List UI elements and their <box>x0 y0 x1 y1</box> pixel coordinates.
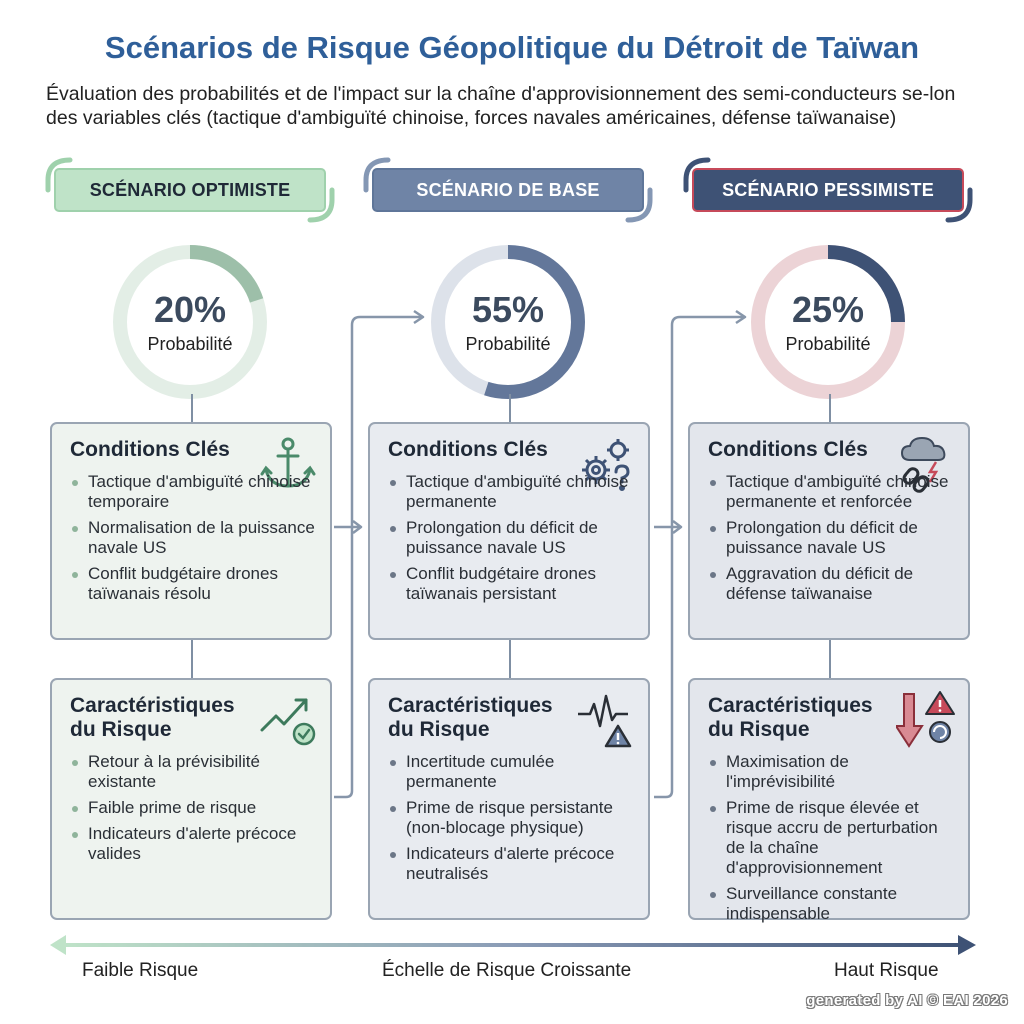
risk-card: Caractéristiques du Risque Retour à la p… <box>50 678 332 920</box>
down-arrow-alert-icon <box>896 691 955 748</box>
risk-scale-arrow <box>50 935 976 955</box>
scenario-base-column: SCÉNARIO DE BASE 55% Probabilité Conditi… <box>358 150 658 930</box>
condition-item: Conflit budgétaire drones taïwanais pers… <box>388 564 634 604</box>
risk-item: Prime de risque persistante (non-blocage… <box>388 798 634 838</box>
probability-label: Probabilité <box>465 333 551 354</box>
risk-card: Caractéristiques du Risque Incertitude c… <box>368 678 650 920</box>
risk-item: Surveillance constante indispensable <box>708 884 954 924</box>
probability-label: Probabilité <box>785 333 871 354</box>
flow-arrow-2-to-3 <box>654 309 747 799</box>
risk-item: Prime de risque élevée et risque accru d… <box>708 798 954 878</box>
conditions-card: Conditions Clés Tactique d'ambiguïté chi… <box>688 422 970 640</box>
flow-arrow-1-to-2 <box>334 309 425 799</box>
probability-ring <box>113 245 267 399</box>
risk-title: Caractéristiques du Risque <box>388 694 553 741</box>
scenario-tab: SCÉNARIO DE BASE <box>372 168 644 212</box>
condition-item: Normalisation de la puissance navale US <box>70 518 316 558</box>
probability-value: 55% <box>471 288 545 330</box>
page-title: Scénarios de Risque Géopolitique du Détr… <box>104 30 920 65</box>
condition-item: Prolongation du déficit de puissance nav… <box>708 518 954 558</box>
risk-item: Incertitude cumulée permanente <box>388 752 634 792</box>
scale-low-label: Faible Risque <box>82 960 199 981</box>
probability-value: 25% <box>791 288 865 330</box>
page-subtitle: Évaluation des probabilités et de l'impa… <box>46 83 956 129</box>
connector-line <box>191 394 193 424</box>
probability-value: 20% <box>153 288 227 330</box>
risk-item: Faible prime de risque <box>70 798 316 818</box>
connector-line <box>829 640 831 680</box>
probability-label: Probabilité <box>147 333 233 354</box>
scenario-pessimistic-column: SCÉNARIO PESSIMISTE 25% Probabilité Cond… <box>678 150 978 930</box>
scale-high-label: Haut Risque <box>834 960 939 981</box>
risk-title: Caractéristiques du Risque <box>708 694 873 741</box>
tab-bracket-decoration <box>45 157 335 223</box>
condition-item: Prolongation du déficit de puissance nav… <box>388 518 634 558</box>
scale-middle-label: Échelle de Risque Croissante <box>382 960 632 981</box>
anchor-icon <box>260 437 316 488</box>
connector-line <box>509 394 511 424</box>
risk-card: Caractéristiques du Risque Maximisation … <box>688 678 970 923</box>
connector-line <box>191 640 193 680</box>
scenario-optimistic-column: SCÉNARIO OPTIMISTE 20% Probabilité Condi… <box>40 150 340 930</box>
scenario-tab: SCÉNARIO OPTIMISTE <box>54 168 326 212</box>
risk-item: Indicateurs d'alerte précoce valides <box>70 824 316 864</box>
conditions-card: Conditions Clés Tactique d'ambiguïté chi… <box>50 422 332 640</box>
probability-ring <box>431 245 585 399</box>
conditions-title: Conditions Clés <box>388 438 548 461</box>
condition-item: Tactique d'ambiguïté chinoise temporaire <box>70 472 316 512</box>
tab-bracket-decoration <box>363 157 653 223</box>
risk-item: Maximisation de l'imprévisibilité <box>708 752 954 792</box>
gears-question-icon <box>582 439 630 491</box>
risk-title: Caractéristiques du Risque <box>70 694 235 741</box>
risk-item: Indicateurs d'alerte précoce neutralisés <box>388 844 634 884</box>
risk-item: Retour à la prévisibilité existante <box>70 752 316 792</box>
connector-line <box>509 640 511 680</box>
condition-item: Aggravation du déficit de défense taïwan… <box>708 564 954 604</box>
storm-broken-chain-icon <box>900 436 946 493</box>
condition-item: Conflit budgétaire drones taïwanais réso… <box>70 564 316 604</box>
pulse-warning-icon <box>578 694 632 748</box>
watermark: generated by AI © EAI 2026 <box>806 992 1008 1009</box>
condition-item: Tactique d'ambiguïté chinoise permanente… <box>708 472 954 512</box>
condition-item: Tactique d'ambiguïté chinoise permanente <box>388 472 634 512</box>
conditions-title: Conditions Clés <box>708 438 868 461</box>
probability-ring <box>751 245 905 399</box>
tab-bracket-decoration <box>683 157 973 223</box>
connector-line <box>829 394 831 424</box>
trend-up-check-icon <box>260 698 316 746</box>
conditions-card: Conditions Clés Tactique d'ambiguïté chi… <box>368 422 650 640</box>
conditions-title: Conditions Clés <box>70 438 230 461</box>
scenario-tab: SCÉNARIO PESSIMISTE <box>692 168 964 212</box>
